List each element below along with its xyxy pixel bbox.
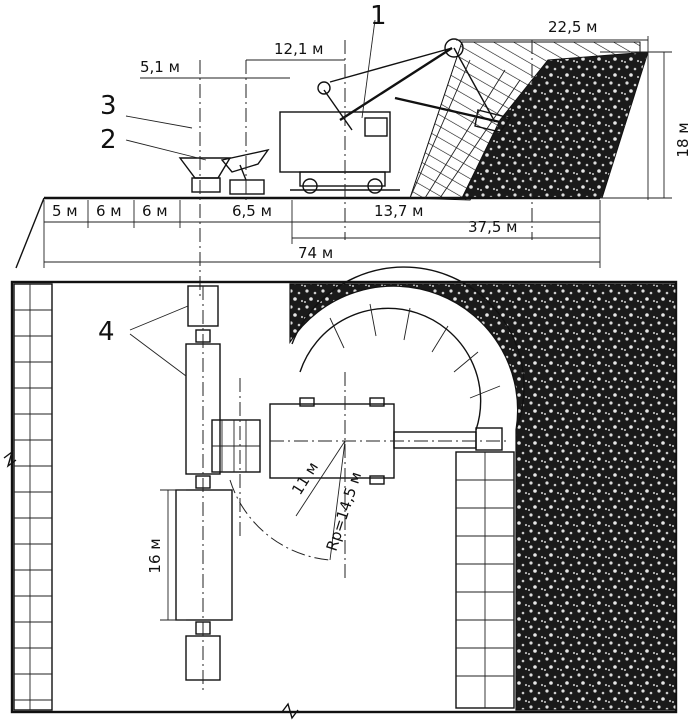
dim-16: 16 м bbox=[146, 538, 164, 573]
conveyor-units bbox=[175, 285, 233, 690]
dim-12-1: 12,1 м bbox=[274, 40, 323, 58]
dim-74: 74 м bbox=[298, 244, 333, 262]
dim-rp: Rр=14,5 м bbox=[323, 470, 365, 554]
dimension-labels: 22,5 м 18 м 12,1 м 5,1 м 5 м 6 м 6 м 6,5… bbox=[52, 18, 691, 574]
label-4: 4 bbox=[98, 317, 115, 347]
excavator bbox=[279, 38, 521, 199]
dim-6-5: 6,5 м bbox=[232, 202, 272, 220]
label-3: 3 bbox=[100, 91, 117, 121]
label-2: 2 bbox=[100, 125, 117, 155]
dim-6b: 6 м bbox=[142, 202, 168, 220]
dim-6a: 6 м bbox=[96, 202, 122, 220]
side-elevation bbox=[15, 19, 672, 300]
plan-view bbox=[3, 266, 678, 720]
dim-18: 18 м bbox=[674, 122, 691, 157]
label-1: 1 bbox=[370, 1, 387, 31]
dim-22-5: 22,5 м bbox=[548, 18, 597, 36]
hopper bbox=[178, 148, 270, 195]
dim-37-5: 37,5 м bbox=[468, 218, 517, 236]
dim-13-7: 13,7 м bbox=[374, 202, 423, 220]
dim-5: 5 м bbox=[52, 202, 78, 220]
rock-mass-plan bbox=[289, 283, 677, 711]
reference-numbers: 1 2 3 4 bbox=[98, 1, 387, 347]
dim-5-1: 5,1 м bbox=[140, 58, 180, 76]
